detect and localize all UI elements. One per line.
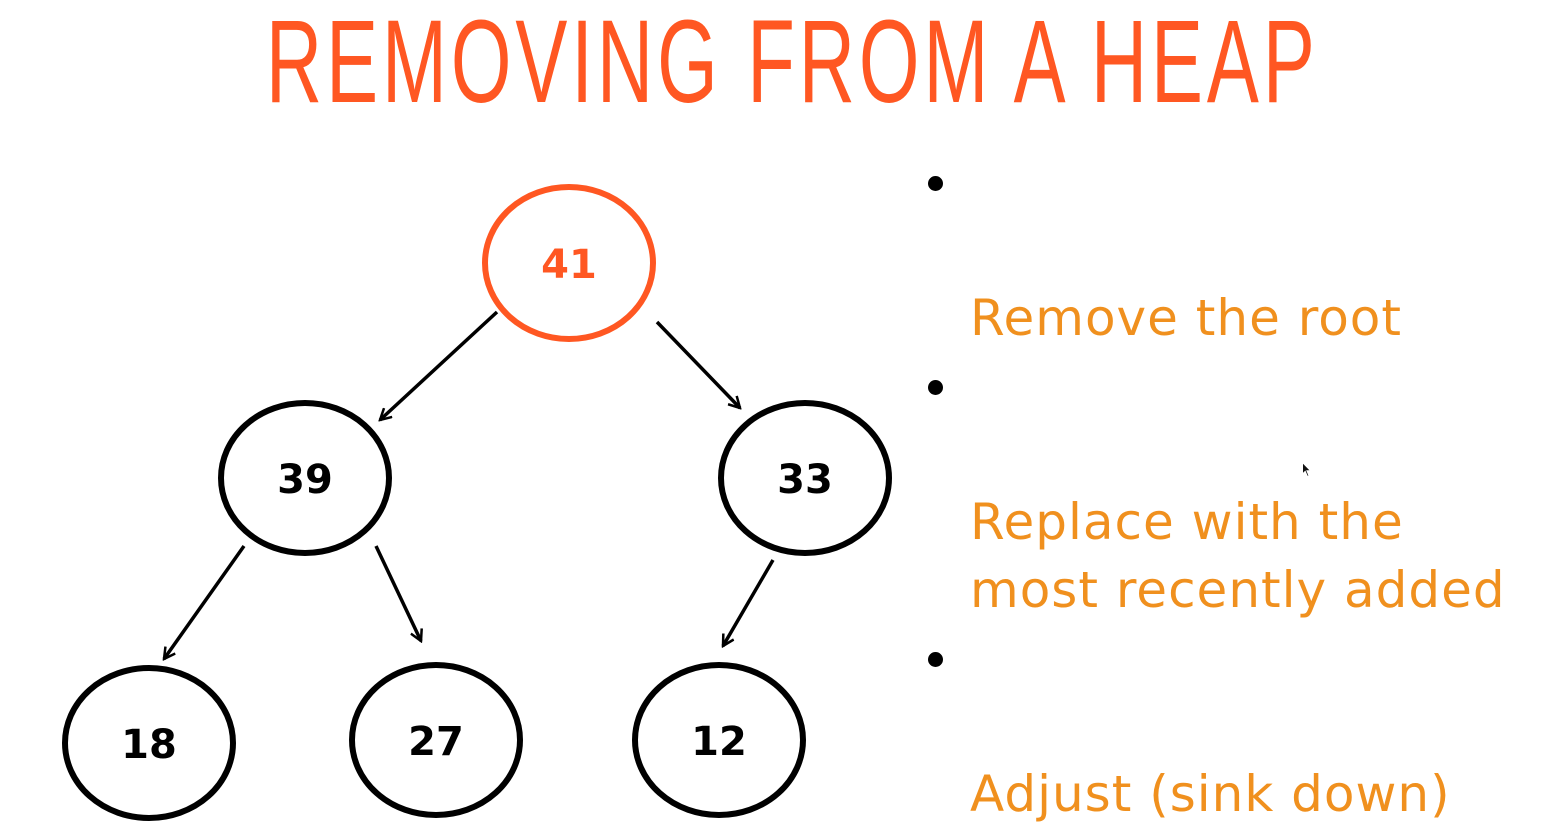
edge-arrow-n0-n1 [380, 310, 499, 420]
heap-node-33: 33 [718, 400, 892, 556]
slide-title: REMOVING FROM A HEAP [265, 0, 1319, 128]
heap-edges [164, 310, 775, 659]
step-text: Adjust (sink down) [970, 765, 1451, 823]
bullet-dot-icon [928, 176, 943, 191]
heap-nodes: 41 39 33 18 27 12 [62, 184, 892, 821]
step-text: Remove the root [970, 289, 1402, 347]
node-value: 39 [277, 457, 333, 503]
bullet-dot-icon [928, 652, 943, 667]
node-value: 18 [121, 722, 177, 768]
heap-node-41: 41 [482, 184, 656, 342]
edge-arrow-n1-n4 [374, 545, 421, 641]
node-value: 12 [691, 719, 747, 765]
heap-node-12: 12 [632, 662, 806, 818]
node-circle [62, 665, 236, 821]
node-value: 27 [408, 719, 464, 765]
node-circle [482, 184, 656, 342]
node-circle [349, 662, 523, 818]
step-adjust: Adjust (sink down) [922, 624, 1542, 828]
heap-node-39: 39 [218, 400, 392, 556]
step-replace: Replace with the most recently added [922, 352, 1542, 624]
node-circle [632, 662, 806, 818]
mouse-pointer-icon [1302, 462, 1312, 478]
edge-arrow-n0-n2 [655, 320, 740, 408]
edge-arrow-n2-n5 [721, 559, 775, 646]
node-circle [718, 400, 892, 556]
step-text: Replace with the most recently added [970, 493, 1506, 619]
step-remove-root: Remove the root [922, 148, 1542, 352]
edge-arrow-n1-n3 [164, 544, 246, 659]
steps-list: Remove the root Replace with the most re… [922, 148, 1542, 828]
heap-node-18: 18 [62, 665, 236, 821]
node-value: 41 [541, 242, 597, 288]
node-value: 33 [777, 457, 833, 503]
node-circle [218, 400, 392, 556]
bullet-dot-icon [928, 380, 943, 395]
heap-node-27: 27 [349, 662, 523, 818]
